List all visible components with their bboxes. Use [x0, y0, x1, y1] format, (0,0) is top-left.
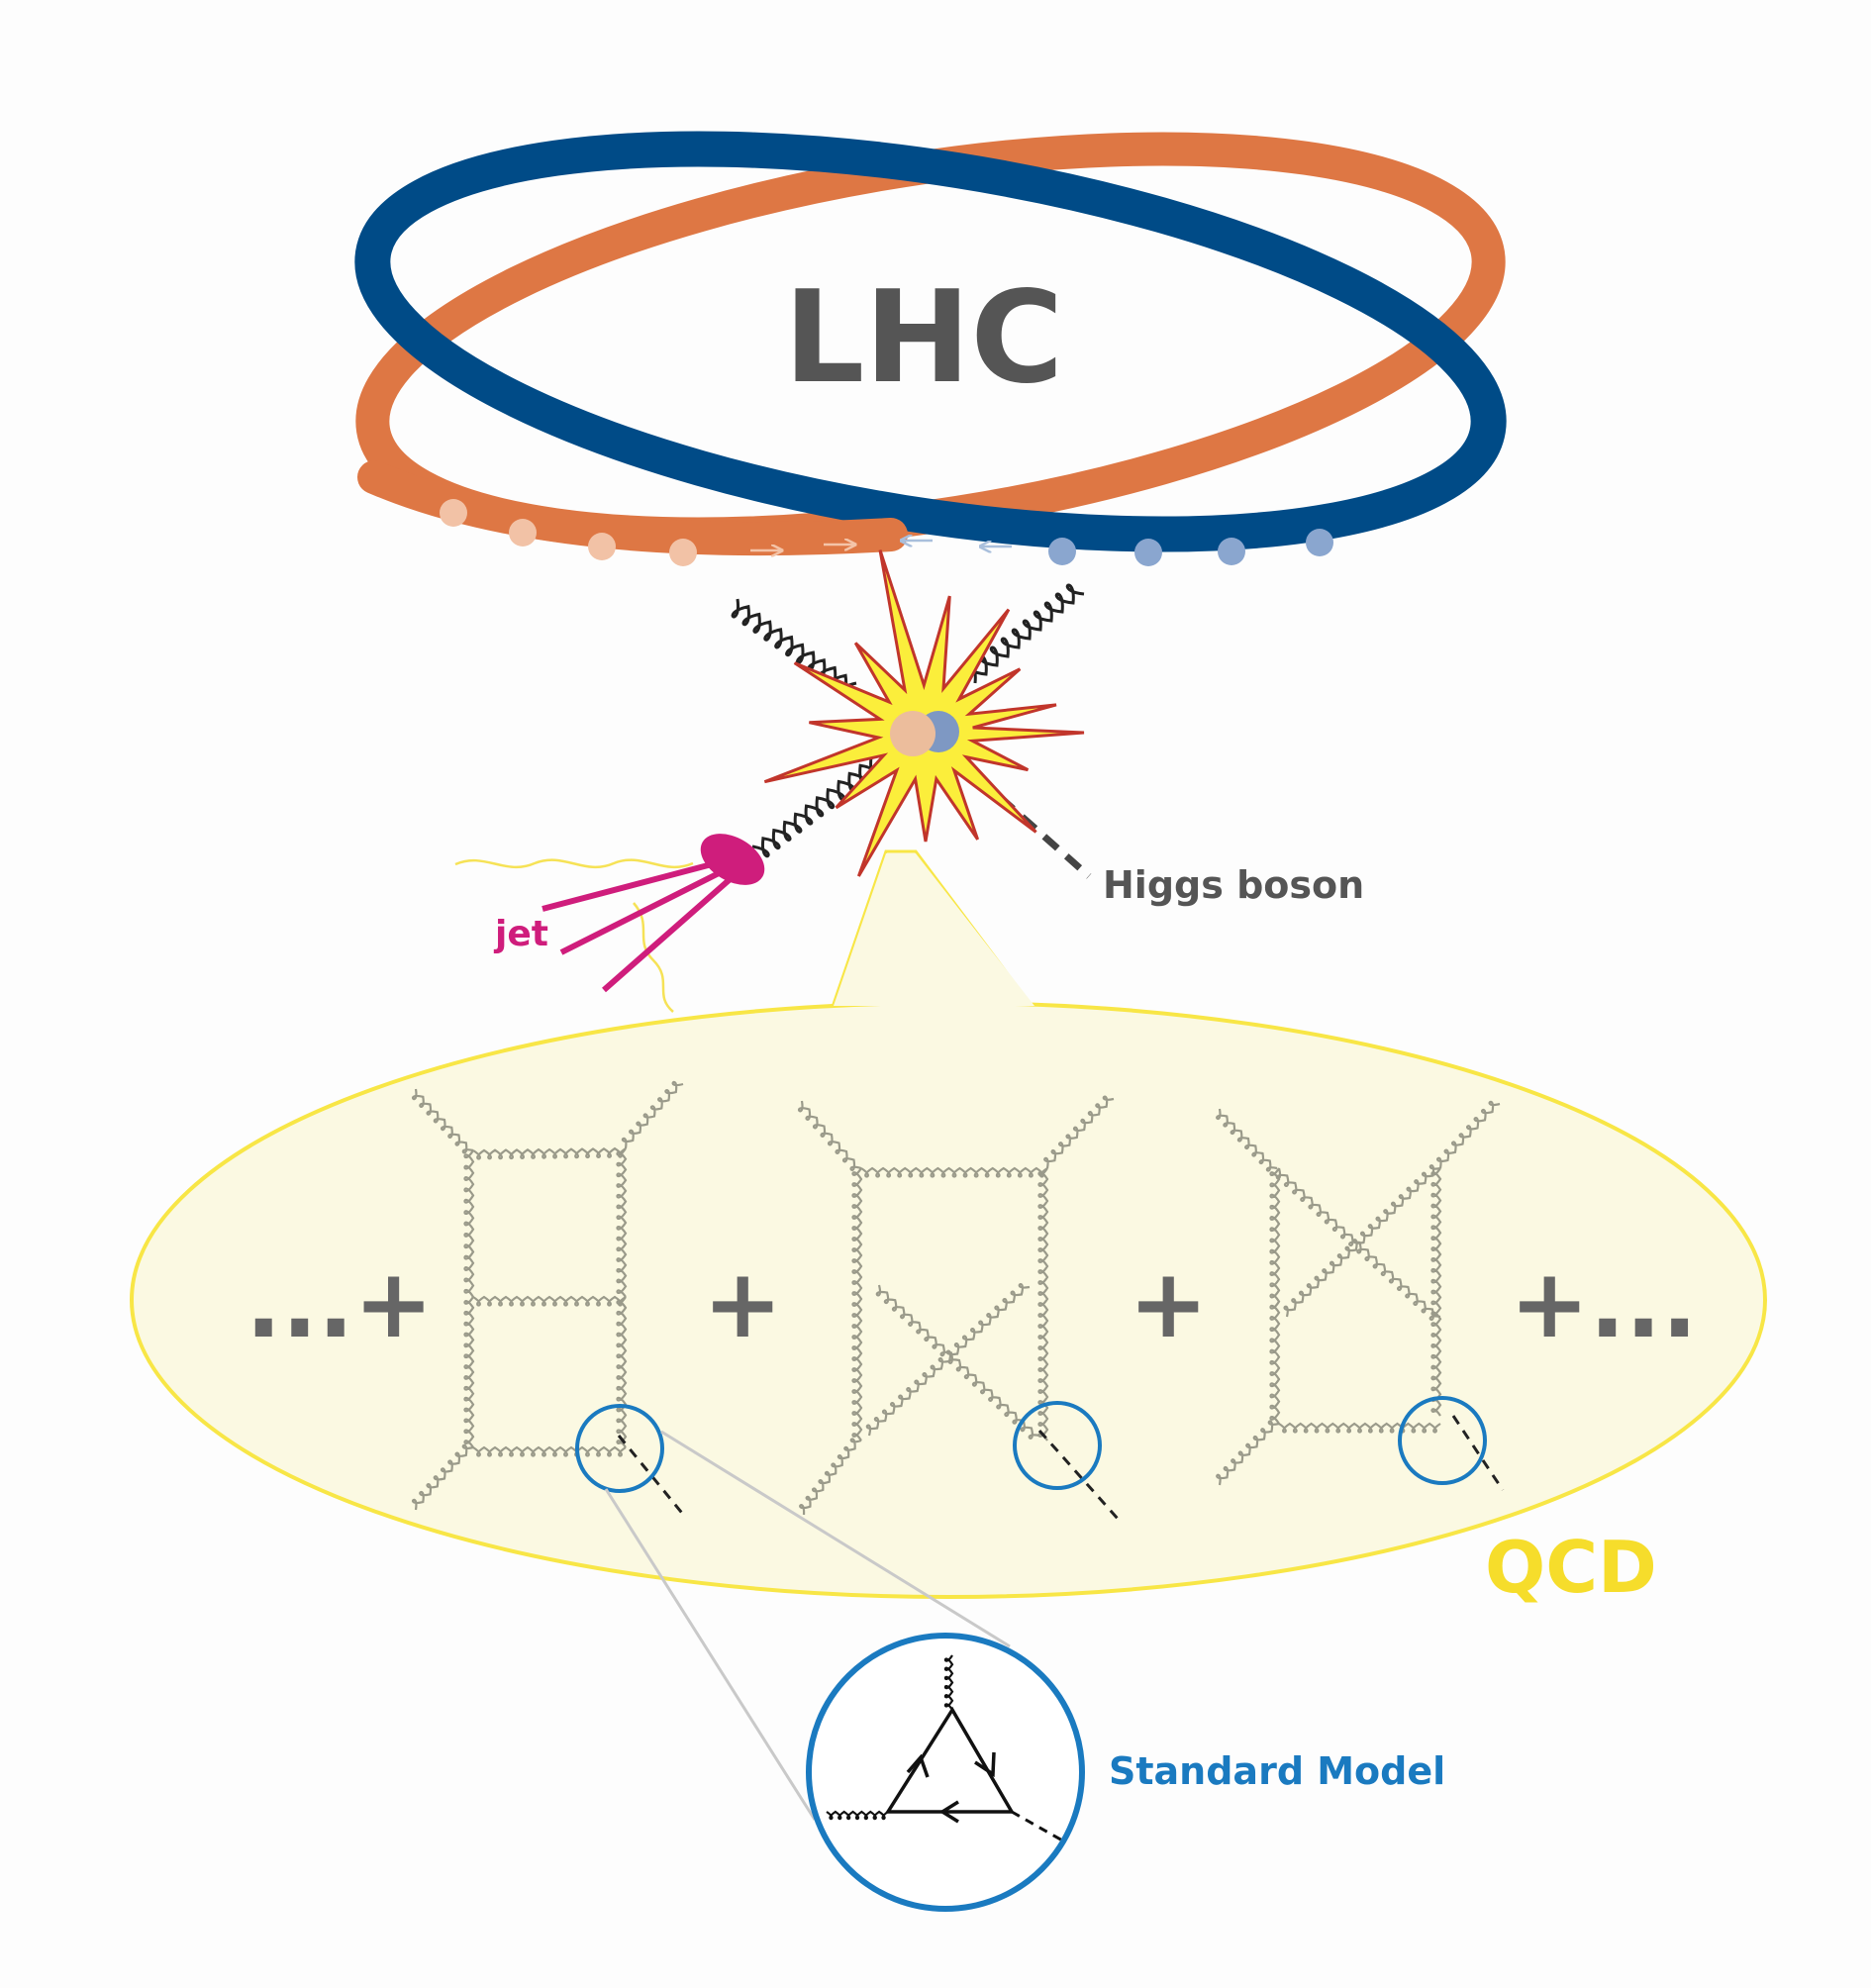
- zoom-circle: [575, 1404, 664, 1493]
- diagram-higgs-line: [1037, 1430, 1121, 1521]
- gluon-propagator: [797, 1100, 862, 1171]
- gluon-propagator: [1283, 1164, 1441, 1318]
- beam-arrows: [750, 541, 1012, 550]
- gluon-propagator: [463, 1149, 475, 1298]
- gluon-propagator: [411, 1443, 474, 1511]
- blue-bunches: [1048, 529, 1333, 566]
- gluon-propagator: [1430, 1167, 1442, 1417]
- gluon-propagator: [1436, 1100, 1501, 1169]
- qcd-label: QCD: [1485, 1526, 1657, 1609]
- gluon-propagator: [875, 1284, 1040, 1440]
- gluon-propagator: [463, 1296, 475, 1448]
- plus-ellipsis-right: +...: [1510, 1248, 1698, 1359]
- orange-bunches: [440, 499, 697, 566]
- bunch: [1134, 539, 1162, 566]
- inset-gluon-top: [943, 1654, 954, 1711]
- gluon-lower-left: [751, 756, 878, 858]
- jet-ray: [559, 864, 733, 955]
- lhc-title: LHC: [784, 264, 1064, 412]
- zoom-circle: [1398, 1396, 1487, 1485]
- jet: jet: [454, 834, 765, 1013]
- feynman-diagrams: [411, 1080, 1501, 1516]
- gluon-propagator: [860, 1166, 1048, 1178]
- gluon-propagator: [865, 1283, 1031, 1437]
- jet-cone: [700, 834, 765, 885]
- gluon-propagator: [851, 1167, 863, 1441]
- arrow-icon: [938, 1800, 959, 1824]
- gluon-propagator: [1037, 1167, 1049, 1441]
- gluon-propagator: [1278, 1422, 1441, 1434]
- inset-circle: [806, 1633, 1085, 1912]
- collision-burst: [763, 549, 1085, 877]
- jet-ray: [602, 872, 737, 993]
- standard-model-label: Standard Model: [1109, 1749, 1445, 1793]
- zoom-line: [660, 1430, 1011, 1648]
- proton-orange: [890, 711, 936, 756]
- zoom-cone-top: [834, 853, 1034, 1006]
- gluon-propagator: [472, 1445, 627, 1457]
- arrow-icon: [906, 1753, 930, 1778]
- diagram-higgs-lines: [617, 1415, 1505, 1521]
- equation: ...+ + + +...: [246, 1248, 1698, 1359]
- gluon-propagator: [616, 1296, 628, 1448]
- gluon-propagator: [472, 1146, 627, 1160]
- gluon-propagator: [799, 1438, 862, 1516]
- zoom-circle: [1013, 1401, 1102, 1490]
- jet-photon-line: [633, 902, 674, 1013]
- gluon-propagator: [1216, 1420, 1280, 1486]
- gluon-propagator: [472, 1295, 627, 1307]
- jet-label: jet: [493, 914, 548, 954]
- plus-sign: +: [1129, 1248, 1208, 1359]
- bunch: [1048, 538, 1076, 565]
- bunch: [588, 533, 616, 560]
- higgs-label: Higgs boson: [1103, 863, 1364, 907]
- diagram-higgs-line: [1451, 1415, 1505, 1491]
- arrow-icon: [974, 1751, 996, 1778]
- gluon-upper-left: [731, 598, 857, 695]
- zoom-line: [604, 1488, 817, 1821]
- bunch: [440, 499, 467, 527]
- gluon-propagator: [1043, 1095, 1115, 1169]
- jet-photon-line: [454, 858, 694, 869]
- gluon-propagator: [616, 1147, 628, 1298]
- blue-ring: [354, 131, 1507, 552]
- plus-sign: +: [703, 1248, 782, 1359]
- quark-loop-arrows: [906, 1751, 996, 1824]
- inset-gluon-left: [826, 1810, 889, 1821]
- bunch: [509, 519, 537, 547]
- gluon-propagator: [412, 1088, 474, 1154]
- gluon-propagator: [621, 1080, 684, 1149]
- gluon-propagator: [1216, 1108, 1278, 1172]
- orange-ring-front: [357, 460, 908, 556]
- bunch: [1218, 538, 1245, 565]
- jet-ray: [542, 856, 732, 912]
- ellipsis-plus-left: ...+: [246, 1248, 434, 1359]
- bunch: [669, 539, 697, 566]
- bunch: [1306, 529, 1333, 556]
- standard-model-inset: [806, 1633, 1085, 1912]
- higgs-line: [997, 794, 1092, 879]
- gluon-propagator: [1269, 1167, 1281, 1425]
- lhc-rings: [354, 131, 1507, 566]
- inset-higgs-line: [1011, 1810, 1065, 1843]
